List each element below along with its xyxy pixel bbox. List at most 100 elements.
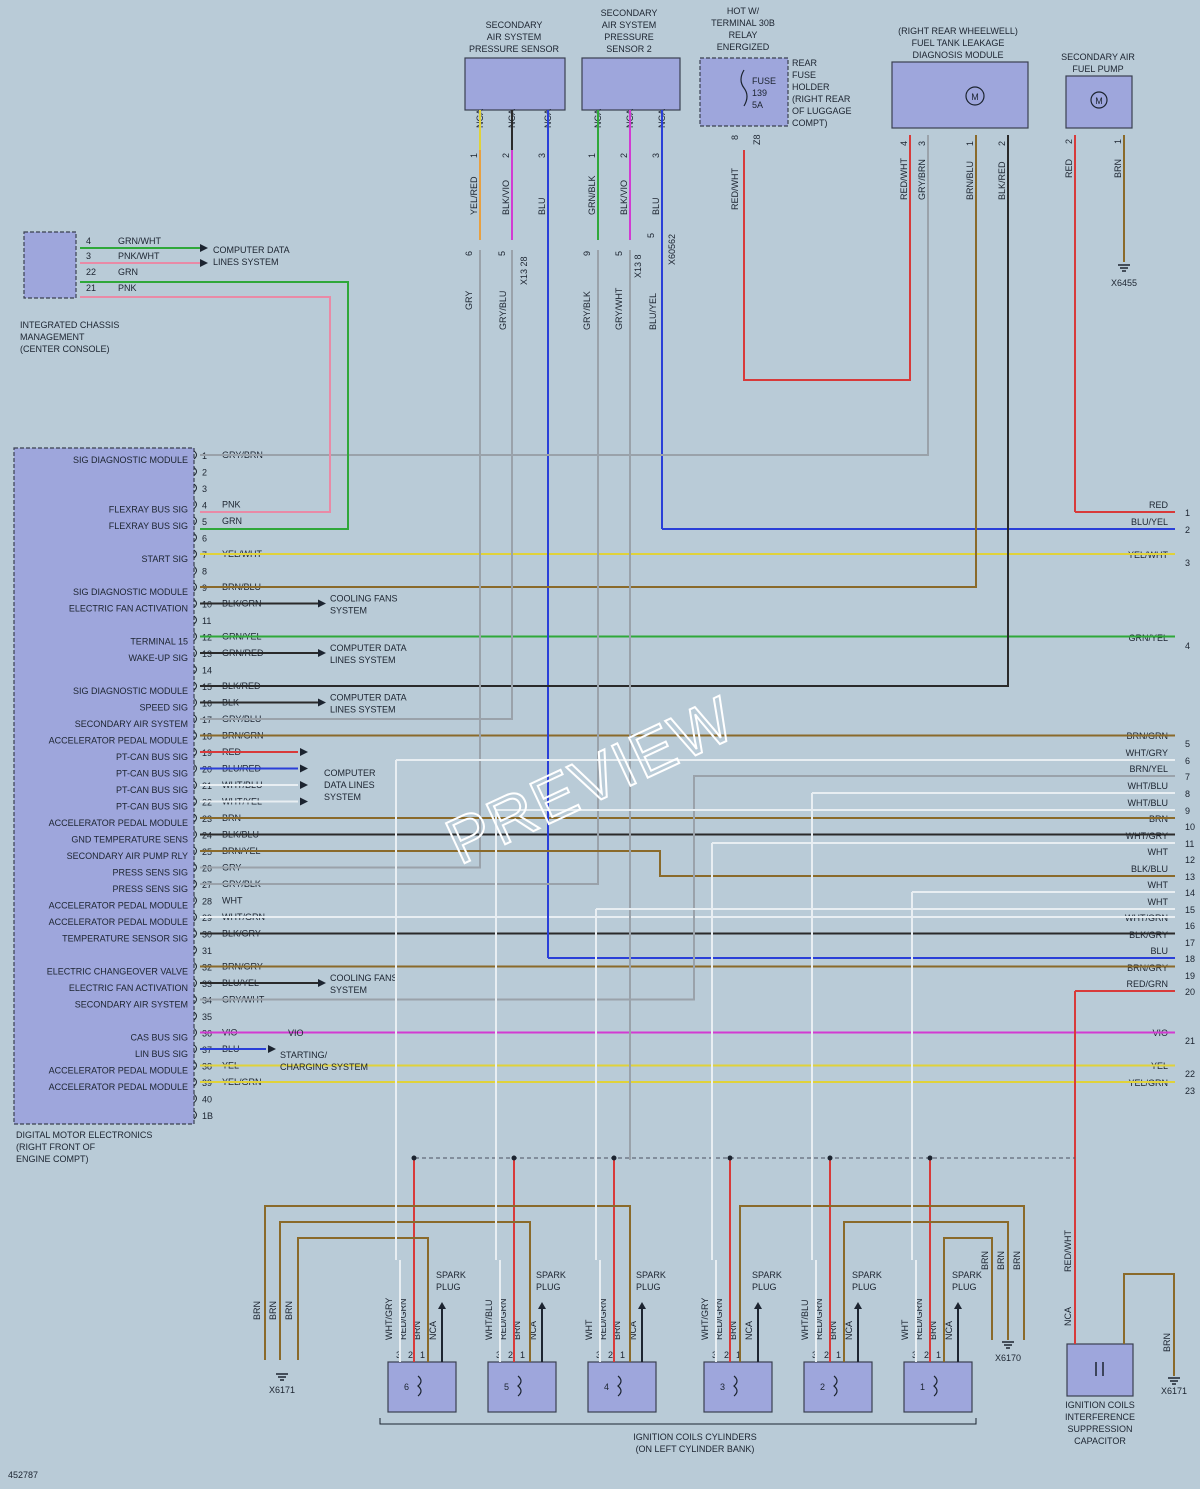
coil-wire: BRN bbox=[612, 1321, 622, 1340]
secondary-air-pump bbox=[1065, 75, 1133, 129]
right-edge-wire: WHT/GRY bbox=[1126, 831, 1168, 841]
suppression-capacitor bbox=[1066, 1343, 1134, 1397]
right-edge-wire: RED bbox=[1149, 500, 1169, 510]
coil-pin: 1 bbox=[620, 1350, 625, 1360]
dme-pin-number: 28 bbox=[202, 897, 212, 907]
capacitor-label: IGNITION COILS bbox=[1065, 1400, 1135, 1410]
icm-pin-wire: PNK/WHT bbox=[118, 251, 160, 261]
sensor1-pin-number: 3 bbox=[537, 153, 547, 158]
dme-pin-wire: PNK bbox=[222, 500, 241, 510]
splice-dot bbox=[611, 1155, 617, 1161]
coils-bracket bbox=[379, 1418, 977, 1425]
wire-label: BRN bbox=[980, 1251, 990, 1270]
coil-wire: NCA bbox=[744, 1321, 754, 1340]
coil-wire: RED/GRN bbox=[714, 1298, 724, 1340]
diagram-id: 452787 bbox=[8, 1470, 38, 1480]
connector-pin-icon bbox=[193, 978, 197, 988]
arrow-icon bbox=[300, 797, 308, 806]
coil-pin: 2 bbox=[508, 1350, 513, 1360]
spark-plug-label: SPARK bbox=[536, 1270, 566, 1280]
dme-pin-signal: ELECTRIC FAN ACTIVATION bbox=[69, 983, 188, 993]
arrow-icon bbox=[300, 764, 308, 773]
dme-pin-signal: START SIG bbox=[141, 554, 188, 564]
splice-dot bbox=[727, 1155, 733, 1161]
spark-plug-label: PLUG bbox=[636, 1282, 661, 1292]
splice-number: 5 bbox=[614, 251, 624, 256]
coil-wire: BRN bbox=[928, 1321, 938, 1340]
connector-pin-icon bbox=[193, 731, 197, 740]
coil-pin: 3 bbox=[912, 1350, 917, 1360]
splice-number: 6 bbox=[464, 251, 474, 256]
connector-id: X13 28 bbox=[519, 256, 529, 285]
dme-pin-signal: SPEED SIG bbox=[139, 703, 188, 713]
right-edge-wire: WHT bbox=[1148, 880, 1169, 890]
sensor2-pin-wire: BLU bbox=[651, 197, 661, 215]
coil-icon bbox=[517, 1375, 522, 1397]
connector-pin-icon bbox=[193, 962, 197, 971]
fuse-holder-label: (RIGHT REAR bbox=[792, 94, 851, 104]
dme-pin-signal: ACCELERATOR PEDAL MODULE bbox=[49, 901, 188, 911]
connector-pin-icon bbox=[193, 846, 197, 856]
right-edge-wire: BLK/BLU bbox=[1131, 864, 1168, 874]
destination-label: COMPUTER DATA bbox=[330, 643, 407, 653]
right-edge-wire: WHT/GRY bbox=[1126, 748, 1168, 758]
coil-ground-brn bbox=[739, 1205, 1025, 1362]
leak-pin-wire: GRY/BRN bbox=[917, 159, 927, 200]
right-edge-pin: 20 bbox=[1185, 987, 1195, 997]
arrow-icon bbox=[318, 698, 326, 707]
sensor1-pin-number: 1 bbox=[469, 153, 479, 158]
right-edge-wire: WHT bbox=[1148, 847, 1169, 857]
connector-pin-icon bbox=[193, 516, 197, 526]
right-edge-wire: BRN/YEL bbox=[1129, 764, 1168, 774]
right-edge-pin: 4 bbox=[1185, 641, 1190, 651]
destination-label: DATA LINES bbox=[324, 780, 375, 790]
sensor1-label: SECONDARY bbox=[486, 20, 543, 30]
splice-dot bbox=[927, 1155, 933, 1161]
fuse-hot-label: RELAY bbox=[729, 30, 758, 40]
arrow-icon bbox=[300, 748, 308, 756]
dme-module bbox=[13, 447, 195, 1125]
right-edge-pin: 17 bbox=[1185, 938, 1195, 948]
sensor2-pin-number: 1 bbox=[587, 153, 597, 158]
right-edge-pin: 22 bbox=[1185, 1069, 1195, 1079]
coil-icon bbox=[733, 1375, 738, 1397]
right-edge-wire: BLU bbox=[1150, 946, 1168, 956]
wire-label: BRN bbox=[996, 1251, 1006, 1270]
connector-pin-icon bbox=[193, 1044, 197, 1054]
arrow-icon bbox=[754, 1302, 762, 1309]
arrow-icon bbox=[318, 979, 326, 987]
coil-pin: 3 bbox=[396, 1350, 401, 1360]
sensor2-label: AIR SYSTEM bbox=[602, 20, 657, 30]
coil-wire: WHT/BLU bbox=[484, 1300, 494, 1341]
spark-plug-label: SPARK bbox=[436, 1270, 466, 1280]
coil-wire: NCA bbox=[844, 1321, 854, 1340]
dme-pin-number: 1B bbox=[202, 1111, 213, 1121]
coil-pin: 1 bbox=[520, 1350, 525, 1360]
leak-label: (RIGHT REAR WHEELWELL) bbox=[898, 26, 1018, 36]
icm-pin-number: 4 bbox=[86, 236, 91, 246]
dme-pin-signal: PT-CAN BUS SIG bbox=[116, 769, 188, 779]
coil-pin: 1 bbox=[936, 1350, 941, 1360]
connector-pin-icon bbox=[193, 830, 197, 839]
destination-label: COMPUTER DATA bbox=[330, 693, 407, 703]
right-edge-pin: 14 bbox=[1185, 888, 1195, 898]
wire-grn bbox=[80, 281, 349, 530]
dme-pin-signal: SIG DIAGNOSTIC MODULE bbox=[73, 587, 188, 597]
arrow-icon bbox=[300, 781, 308, 789]
connector-pin-icon bbox=[193, 1061, 197, 1070]
fuse-label: 5A bbox=[752, 100, 763, 110]
ground-label: X6171 bbox=[1161, 1386, 1187, 1396]
wire-red-wht bbox=[743, 135, 911, 381]
leak-pin-number: 2 bbox=[997, 141, 1007, 146]
connector-pin-icon bbox=[193, 615, 197, 625]
arrow-icon bbox=[200, 259, 208, 267]
spark-plug-label: SPARK bbox=[752, 1270, 782, 1280]
right-edge-pin: 7 bbox=[1185, 772, 1190, 782]
coil-number: 4 bbox=[604, 1382, 609, 1392]
right-edge-pin: 1 bbox=[1185, 508, 1190, 518]
sensor2-pin-wire: GRN/BLK bbox=[587, 175, 597, 215]
ground-label: X6171 bbox=[269, 1385, 295, 1395]
sensor1-label: PRESSURE SENSOR bbox=[469, 44, 560, 54]
destination-label: SYSTEM bbox=[324, 792, 361, 802]
coils-caption: IGNITION COILS CYLINDERS bbox=[633, 1432, 757, 1442]
